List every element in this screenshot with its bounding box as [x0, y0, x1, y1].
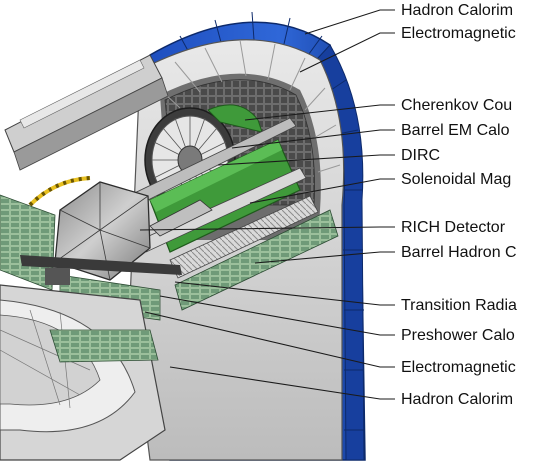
barrel-top-slab — [4, 54, 169, 171]
endcap-lower — [0, 284, 166, 461]
leader-cherenkov-counter — [244, 104, 395, 121]
label-hadron-calorimeter-bottom: Hadron Calorim — [401, 391, 514, 408]
label-dirc: DIRC — [401, 147, 441, 164]
leader-preshower-calorimeter — [159, 295, 395, 336]
left-support-bracket — [20, 255, 182, 285]
leader-barrel-hadron — [254, 251, 395, 264]
leader-hadron-calorimeter-top — [304, 9, 395, 35]
barrel-inner-layers — [119, 117, 339, 311]
label-cherenkov-counter: Cherenkov Cou — [401, 97, 513, 114]
label-solenoidal-magnet: Solenoidal Mag — [401, 171, 512, 188]
label-barrel-em-calorimeter: Barrel EM Calo — [401, 122, 510, 139]
leader-transition-radiation — [174, 281, 395, 306]
label-rich-detector: RICH Detector — [401, 219, 506, 236]
label-electromagnetic-bottom: Electromagnetic — [401, 359, 516, 376]
leader-barrel-em-calorimeter — [231, 129, 395, 149]
leader-lines — [139, 9, 395, 400]
leader-electromagnetic-bottom — [144, 311, 395, 368]
label-barrel-hadron: Barrel Hadron C — [401, 244, 517, 261]
leader-electromagnetic-top — [299, 32, 395, 73]
leader-solenoidal-magnet — [249, 178, 395, 204]
leader-dirc — [217, 154, 395, 166]
label-electromagnetic-top: Electromagnetic — [401, 25, 516, 42]
leader-rich-detector — [139, 226, 395, 231]
label-preshower-calorimeter: Preshower Calo — [401, 327, 515, 344]
label-transition-radiation: Transition Radia — [401, 297, 517, 314]
leader-hadron-calorimeter-bottom — [169, 366, 395, 400]
label-hadron-calorimeter-top: Hadron Calorim — [401, 2, 514, 19]
